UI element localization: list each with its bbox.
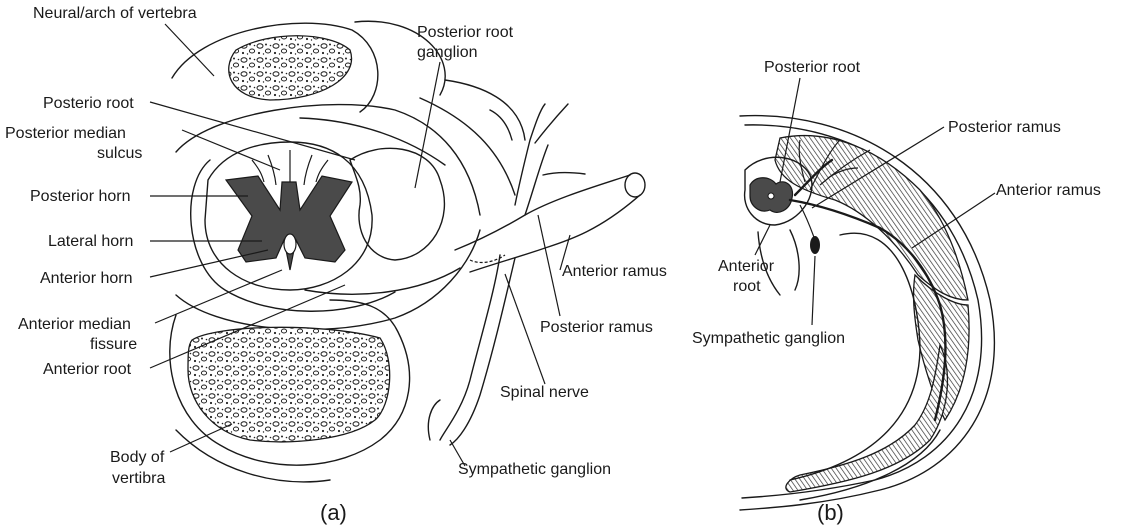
label-posterior-median-sulcus: Posterior median [5,125,126,142]
label-sympathetic-ganglion-b: Sympathetic ganglion [692,330,845,347]
posterior-root-ganglion [350,148,444,260]
label-anterior-ramus-b: Anterior ramus [996,182,1101,199]
label-anterior-root-b: Anterior [718,258,775,275]
label-anterior-root: Anterior root [43,361,132,378]
spinal-nerve-trunk [455,175,630,250]
panel-b: Posterior root Posterior ramus Anterior … [692,59,1101,525]
label-lateral-horn: Lateral horn [48,233,133,250]
posterior-muscle-mass [775,136,968,300]
label-posterior-ramus: Posterior ramus [540,319,653,336]
label-anterior-root-b-2: root [733,278,761,295]
arch-spongy-bone [229,36,352,100]
label-body-of-vertebra: Body of [110,449,165,466]
label-anterior-horn: Anterior horn [40,270,133,287]
central-canal [284,234,296,254]
label-anterior-median-fissure: Anterior median [18,316,131,333]
label-posterior-root-ganglion-2: ganglion [417,44,478,61]
label-spinal-nerve: Spinal nerve [500,384,589,401]
body-spongy-bone [188,327,390,442]
label-posterior-root-b: Posterior root [764,59,861,76]
label-anterior-median-fissure-2: fissure [90,336,137,353]
label-posterior-median-sulcus-2: sulcus [97,145,142,162]
label-posterior-horn: Posterior horn [30,188,131,205]
caption-a: (a) [320,500,347,525]
panel-a: Neural/arch of vertebra Posterior root g… [5,5,667,525]
label-sympathetic-ganglion: Sympathetic ganglion [458,461,611,478]
label-neural-arch: Neural/arch of vertebra [33,5,197,22]
label-body-of-vertebra-2: vertibra [112,470,165,487]
label-posterio-root: Posterio root [43,95,134,112]
anterior-muscle-layer [786,345,948,492]
label-anterior-ramus: Anterior ramus [562,263,667,280]
label-posterior-root-ganglion: Posterior root [417,24,514,41]
label-posterior-ramus-b: Posterior ramus [948,119,1061,136]
caption-b: (b) [817,500,844,525]
